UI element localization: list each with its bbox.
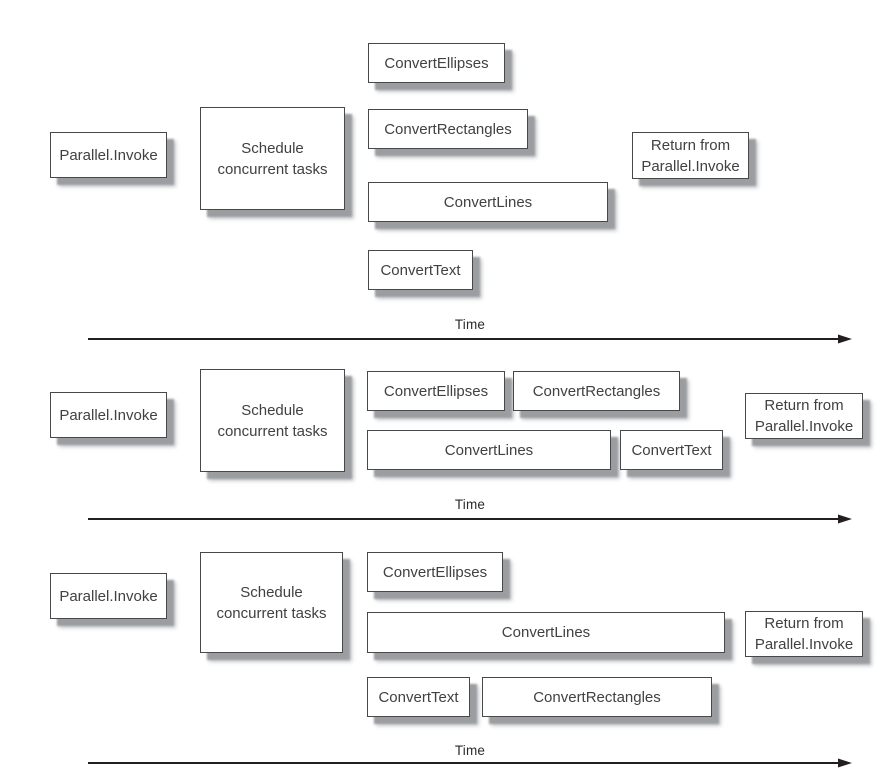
box-label: Schedule concurrent tasks	[216, 583, 327, 622]
time-axis-arrow	[88, 758, 852, 768]
box-return-from-parallel-invoke: Return from Parallel.Invoke	[632, 132, 749, 179]
time-axis-arrow	[88, 334, 852, 344]
box-label: ConvertEllipses	[383, 382, 489, 400]
box-label: ConvertEllipses	[384, 54, 489, 72]
task-box-convert-text: ConvertText	[367, 677, 470, 717]
task-box-convert-rectangles: ConvertRectangles	[513, 371, 680, 411]
task-box-convert-lines: ConvertLines	[367, 430, 611, 470]
box-schedule-concurrent-tasks: Schedule concurrent tasks	[200, 552, 343, 653]
task-box-convert-rectangles: ConvertRectangles	[368, 109, 528, 149]
box-label: Return from Parallel.Invoke	[754, 397, 854, 435]
box-label: ConvertLines	[443, 193, 533, 211]
box-parallel-invoke: Parallel.Invoke	[50, 573, 167, 619]
box-parallel-invoke: Parallel.Invoke	[50, 132, 167, 178]
task-box-convert-text: ConvertText	[620, 430, 723, 470]
box-label: ConvertRectangles	[533, 688, 661, 706]
box-schedule-concurrent-tasks: Schedule concurrent tasks	[200, 369, 345, 472]
box-parallel-invoke: Parallel.Invoke	[50, 392, 167, 438]
box-label: Parallel.Invoke	[59, 406, 158, 424]
box-label: ConvertText	[378, 688, 459, 706]
task-box-convert-lines: ConvertLines	[368, 182, 608, 222]
time-axis-arrow	[88, 514, 852, 524]
task-box-convert-rectangles: ConvertRectangles	[482, 677, 712, 717]
box-label: ConvertRectangles	[532, 382, 661, 400]
box-label: Parallel.Invoke	[59, 146, 158, 164]
box-label: ConvertLines	[444, 441, 534, 459]
time-axis-label: Time	[454, 317, 486, 332]
box-label: Schedule concurrent tasks	[217, 139, 328, 178]
box-schedule-concurrent-tasks: Schedule concurrent tasks	[200, 107, 345, 210]
box-label: ConvertLines	[501, 624, 591, 641]
box-label: Parallel.Invoke	[59, 587, 158, 605]
box-label: ConvertText	[631, 441, 712, 459]
task-box-convert-text: ConvertText	[368, 250, 473, 290]
box-label: ConvertRectangles	[384, 120, 512, 138]
task-box-convert-ellipses: ConvertEllipses	[368, 43, 505, 83]
task-box-convert-lines: ConvertLines	[367, 612, 725, 653]
box-label: ConvertText	[380, 261, 461, 279]
box-label: ConvertEllipses	[382, 563, 488, 581]
box-label: Return from Parallel.Invoke	[754, 615, 854, 653]
box-return-from-parallel-invoke: Return from Parallel.Invoke	[745, 393, 863, 439]
box-label: Return from Parallel.Invoke	[641, 136, 740, 175]
task-box-convert-ellipses: ConvertEllipses	[367, 552, 503, 592]
task-box-convert-ellipses: ConvertEllipses	[367, 371, 505, 411]
box-return-from-parallel-invoke: Return from Parallel.Invoke	[745, 611, 863, 657]
time-axis-label: Time	[454, 497, 486, 512]
time-axis-label: Time	[454, 743, 486, 758]
box-label: Schedule concurrent tasks	[217, 401, 328, 440]
